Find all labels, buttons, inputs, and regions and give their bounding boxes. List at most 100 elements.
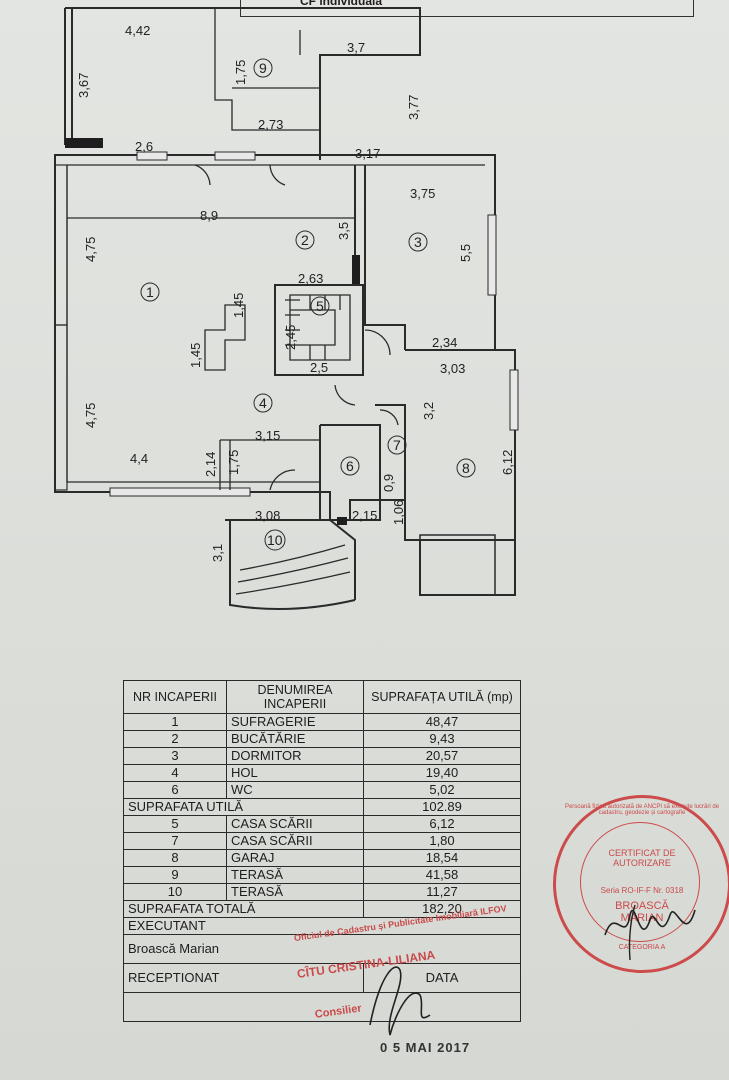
certificate-ring-text: Persoană fizică autorizată de ANCPI să e… [564, 804, 720, 816]
stair-steps [289, 294, 351, 361]
wall-pier [352, 255, 360, 285]
terrace-9-inner [214, 8, 320, 131]
stair-treads [285, 295, 341, 360]
dimension-label: 3,7 [347, 40, 365, 55]
svg-text:4: 4 [259, 395, 267, 411]
svg-text:7: 7 [393, 437, 401, 453]
door-arc [364, 329, 391, 356]
room-marker-6: 6 [340, 456, 360, 476]
garage-walls [405, 349, 515, 541]
door-arc [379, 409, 399, 426]
window [136, 151, 168, 161]
dimension-label: 1,45 [231, 293, 246, 318]
room-marker-3: 3 [408, 232, 428, 252]
dimension-label: 2,6 [135, 139, 153, 154]
dimension-label: 3,5 [336, 222, 351, 240]
signature-ocpi [369, 966, 431, 1036]
legend-table: NR INCAPERII DENUMIREA INCAPERII SUPRAFA… [123, 680, 521, 1022]
room-marker-9: 9 [253, 58, 273, 78]
staircase-5 [274, 284, 364, 376]
room-marker-2: 2 [295, 230, 315, 250]
terrace-10-steps [235, 544, 351, 595]
dimension-label: 3,08 [255, 508, 280, 523]
window [214, 151, 256, 161]
executant-name-row: Broască Marian [123, 934, 521, 964]
certificate-title: CERTIFICAT DE AUTORIZARE [608, 848, 676, 868]
dimension-label: 3,03 [440, 361, 465, 376]
dimension-label: 3,2 [421, 402, 436, 420]
dimension-label: 1,06 [391, 500, 406, 525]
dimension-label: 1,75 [226, 450, 241, 475]
room-marker-8: 8 [456, 458, 476, 478]
header-area: SUPRAFAȚA UTILĂ (mp) [363, 680, 521, 714]
garage-door [419, 534, 496, 596]
date-stamp: 0 5 MAI 2017 [380, 1040, 471, 1055]
dimension-label: 4,42 [125, 23, 150, 38]
wall-pier [337, 517, 347, 525]
header-nr: NR INCAPERII [123, 680, 227, 714]
terrace-10-walls [225, 519, 356, 610]
svg-text:3: 3 [414, 234, 422, 250]
dimension-label: 2,73 [258, 117, 283, 132]
signature-author [604, 904, 696, 961]
wc-walls [319, 404, 406, 521]
hall-walls [219, 439, 320, 490]
header-text: CF individuala [300, 0, 383, 8]
dimension-label: 3,1 [210, 544, 225, 562]
header-name: DENUMIREA INCAPERII [226, 680, 364, 714]
window [487, 214, 497, 296]
room-marker-1: 1 [140, 282, 160, 302]
certificate-stamp-inner [580, 822, 700, 942]
dimension-label: 3,67 [76, 73, 91, 98]
pillar [204, 304, 246, 371]
terrace-9-walls [64, 7, 421, 160]
dimension-label: 2,45 [283, 325, 298, 350]
dimension-label: 2,5 [310, 360, 328, 375]
door-arc [334, 384, 356, 406]
dimension-label: 8,9 [200, 208, 218, 223]
certificate-stamp: Persoană fizică autorizată de ANCPI să e… [553, 795, 729, 973]
room-marker-7: 7 [387, 435, 407, 455]
svg-text:6: 6 [346, 458, 354, 474]
certificate-series: Seria RO-IF-F Nr. 0318 [600, 886, 684, 895]
dimension-label: 1,45 [188, 343, 203, 368]
door-arc [269, 469, 296, 491]
window [509, 369, 519, 431]
room-marker-5: 5 [310, 296, 330, 316]
certificate-category: CATEGORIA A [618, 944, 666, 951]
wall-pier [65, 138, 103, 148]
svg-text:5: 5 [316, 298, 324, 314]
svg-text:9: 9 [259, 60, 267, 76]
left-wall [54, 164, 68, 326]
dimension-label: 3,17 [355, 146, 380, 161]
dimension-label: 2,15 [352, 508, 377, 523]
window [109, 487, 251, 497]
dimension-label: 3,77 [406, 95, 421, 120]
dimension-label: 4,75 [83, 403, 98, 428]
dimension-label: 4,75 [83, 237, 98, 262]
dimension-label: 3,15 [255, 428, 280, 443]
door-arc [269, 164, 286, 186]
dimension-label: 5,5 [458, 244, 473, 262]
door-arc [194, 164, 211, 186]
room-marker-10: 10 [264, 529, 286, 551]
dimension-label: 2,63 [298, 271, 323, 286]
dimension-label: 3,75 [410, 186, 435, 201]
floor-plan: 4,42 3,67 1,75 3,7 3,77 2,73 2,6 3,17 3,… [54, 7, 519, 610]
dimension-label: 4,4 [130, 451, 148, 466]
dimension-label: 2,34 [432, 335, 457, 350]
dimension-label: 2,14 [203, 452, 218, 477]
svg-text:1: 1 [146, 284, 154, 300]
